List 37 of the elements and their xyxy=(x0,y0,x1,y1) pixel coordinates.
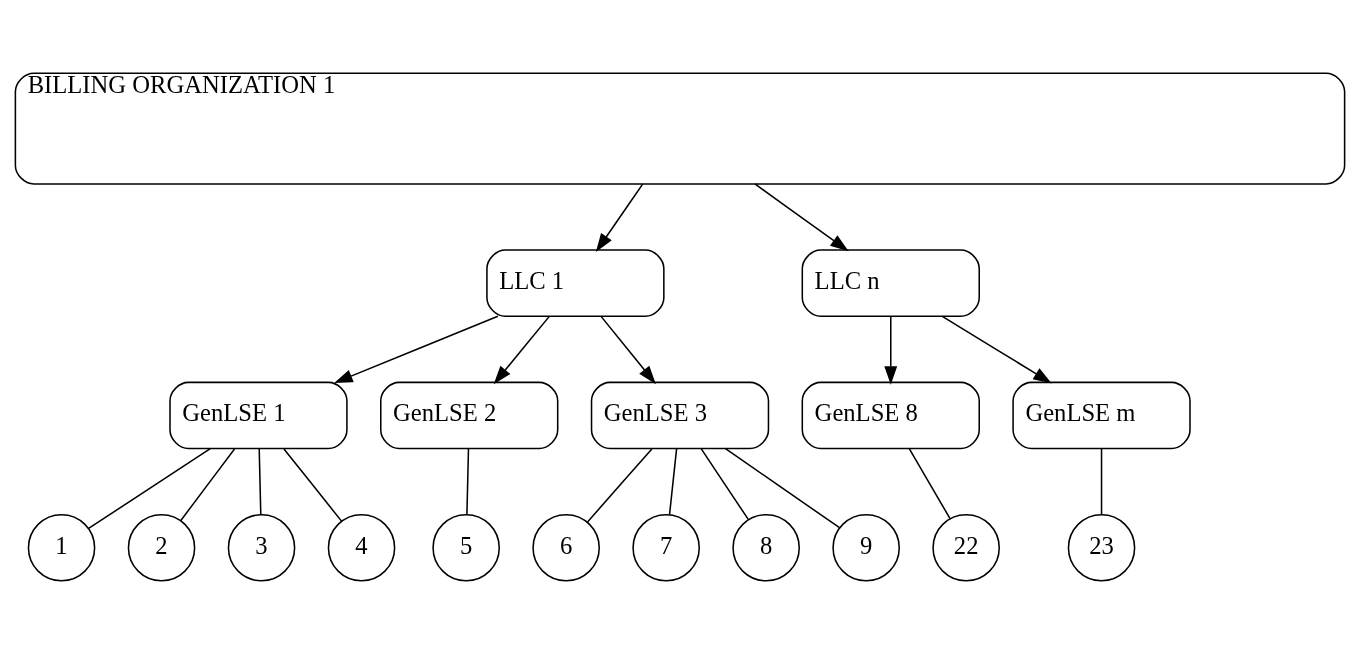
connector xyxy=(258,448,262,516)
arrow xyxy=(595,183,644,252)
arrow xyxy=(493,315,550,385)
connector xyxy=(466,448,470,516)
node-circle: 1 xyxy=(27,513,96,582)
connector xyxy=(668,448,678,516)
node-box: LLC 1 xyxy=(486,249,665,317)
node-circle: 6 xyxy=(532,513,600,582)
node-circle: 5 xyxy=(432,513,500,582)
connector xyxy=(586,448,653,523)
node-circle: 8 xyxy=(732,513,800,582)
node-circle: 3 xyxy=(227,513,296,582)
node-box: GenLSE 2 xyxy=(380,381,559,450)
node-circle: 23 xyxy=(1067,513,1136,582)
node-circle: 2 xyxy=(127,513,196,582)
arrow xyxy=(884,315,898,385)
node-box: LLC n xyxy=(801,249,980,317)
connector xyxy=(724,447,841,529)
node-box: BILLING ORGANIZATION 1 xyxy=(14,72,1346,185)
connector xyxy=(283,448,343,522)
arrow xyxy=(600,315,656,385)
node-circle: 4 xyxy=(327,513,396,582)
node-box: GenLSE m xyxy=(1012,381,1191,450)
node-circle: 22 xyxy=(932,513,1000,582)
connector xyxy=(908,448,951,520)
connector xyxy=(87,447,212,530)
arrow xyxy=(334,315,499,384)
node-circle: 9 xyxy=(832,513,900,582)
connector xyxy=(1100,448,1103,516)
node-box: GenLSE 3 xyxy=(590,381,770,450)
node-box: GenLSE 8 xyxy=(801,381,980,450)
connector xyxy=(179,448,236,522)
arrow xyxy=(941,315,1052,384)
node-circle: 7 xyxy=(632,513,700,582)
connector xyxy=(700,448,750,521)
node-box: GenLSE 1 xyxy=(169,381,348,450)
arrow xyxy=(754,183,849,252)
